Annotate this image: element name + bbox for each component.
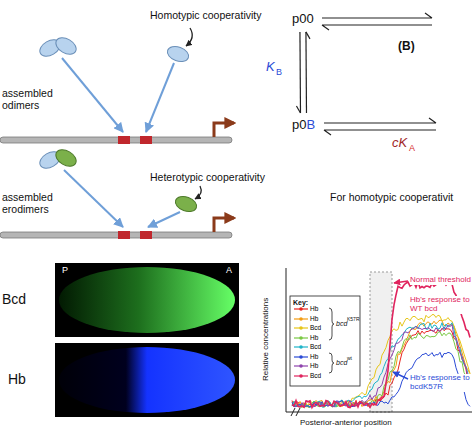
equilibrium-connector [296, 32, 310, 113]
text-label: Posterior-anterior position [300, 419, 392, 428]
legend-entry: Hb [294, 354, 318, 361]
protein-dimer [37, 34, 191, 64]
embryo-image [55, 263, 239, 337]
text-label: bcd [336, 320, 347, 328]
state-node: p00 [290, 11, 316, 28]
text-label: For homotypic cooperativit [330, 192, 453, 204]
text-label: K57R [347, 317, 360, 323]
node-text: B [306, 117, 315, 132]
legend-entry: Bcd [294, 373, 321, 380]
state-node: p0B [290, 117, 317, 134]
text-label: Relative concentrations [262, 279, 271, 399]
text-label: K [266, 60, 275, 74]
text-label: cK [392, 136, 407, 150]
legend-label: Bcd [310, 373, 321, 380]
text-label: P [62, 266, 68, 276]
legend-sample [294, 335, 308, 341]
text-label: bcd [336, 359, 347, 367]
legend-label: Hb [310, 354, 318, 361]
legend-sample [294, 325, 308, 331]
text-label: assembled erodimers [2, 192, 54, 215]
dna-strand [0, 232, 232, 238]
text-label: Hb [8, 372, 26, 387]
equilibrium-arrows [322, 13, 436, 135]
legend-sample [294, 354, 308, 360]
legend-sample [294, 363, 308, 369]
text-label: (B) [398, 40, 415, 53]
legend-label: Bcd [310, 344, 321, 351]
text-label: assembled odimers [2, 88, 54, 111]
legend-sample [294, 373, 308, 379]
node-text: p0 [292, 117, 306, 132]
legend-entry: Hb [294, 316, 318, 323]
legend-entry: Bcd [294, 325, 321, 332]
text-label: Normal threshold [410, 276, 471, 285]
text-label: Heterotypic cooperativity [150, 172, 265, 184]
text-label: Hb's response to bcdK57R [410, 374, 472, 392]
legend-sample [294, 344, 308, 350]
legend-entry: Hb [294, 363, 318, 370]
text-label: Hb's response to WT bcd [410, 296, 470, 314]
legend-label: Hb [310, 306, 318, 313]
legend-label: Bcd [310, 325, 321, 332]
key-box [290, 296, 360, 386]
text-label: Bcd [2, 292, 26, 307]
legend-entry: Hb [294, 306, 318, 313]
text-label: Key: [293, 299, 308, 307]
text-label: A [409, 144, 415, 154]
legend-label: Hb [310, 316, 318, 323]
embryo-image [55, 343, 239, 417]
legend-label: Hb [310, 335, 318, 342]
legend-entry: Bcd [294, 344, 321, 351]
text-label: Homotypic cooperativity [150, 10, 261, 22]
text-label: A [226, 266, 232, 276]
legend-sample [294, 316, 308, 322]
legend-entry: Hb [294, 335, 318, 342]
text-label: B [276, 68, 282, 78]
legend-sample [294, 306, 308, 312]
legend-label: Hb [310, 363, 318, 370]
node-text: p00 [292, 11, 314, 26]
text-label: wt [347, 356, 352, 362]
dna-strand [0, 137, 232, 143]
